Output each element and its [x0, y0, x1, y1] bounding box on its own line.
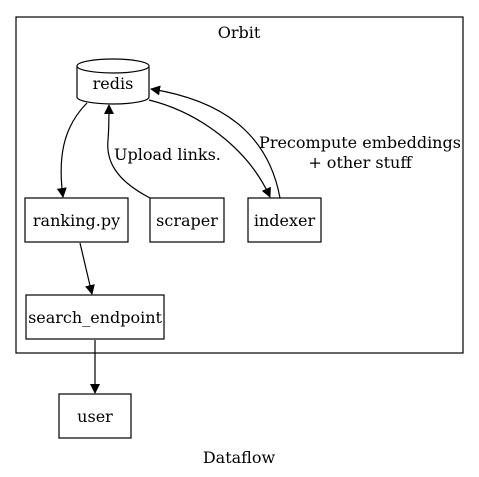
edge-label-upload-links: Upload links.	[114, 145, 221, 164]
edge-redis-to-indexer	[148, 99, 271, 198]
scraper-label: scraper	[156, 211, 218, 230]
scraper-node: scraper	[149, 197, 225, 243]
graph-label: Dataflow	[203, 448, 276, 467]
user-node: user	[58, 393, 132, 439]
edge-ranking-to-search-endpoint	[79, 242, 95, 295]
ranking-label: ranking.py	[33, 211, 120, 230]
edge-indexer-to-redis	[150, 85, 281, 199]
search-endpoint-label: search_endpoint	[28, 308, 162, 327]
edge-scraper-to-redis	[103, 104, 151, 199]
user-label: user	[77, 407, 113, 426]
redis-node: redis	[76, 58, 150, 105]
edge-label-precompute-line2: + other stuff	[308, 153, 413, 172]
orbit-cluster	[15, 16, 464, 354]
indexer-label: indexer	[254, 211, 316, 230]
cluster-label: Orbit	[218, 23, 261, 42]
indexer-node: indexer	[247, 197, 322, 243]
redis-label: redis	[93, 74, 134, 93]
edge-label-precompute-line1: Precompute embeddings	[259, 133, 461, 152]
search-endpoint-node: search_endpoint	[25, 294, 165, 340]
ranking-node: ranking.py	[24, 197, 129, 243]
edge-redis-to-ranking	[56, 102, 88, 198]
